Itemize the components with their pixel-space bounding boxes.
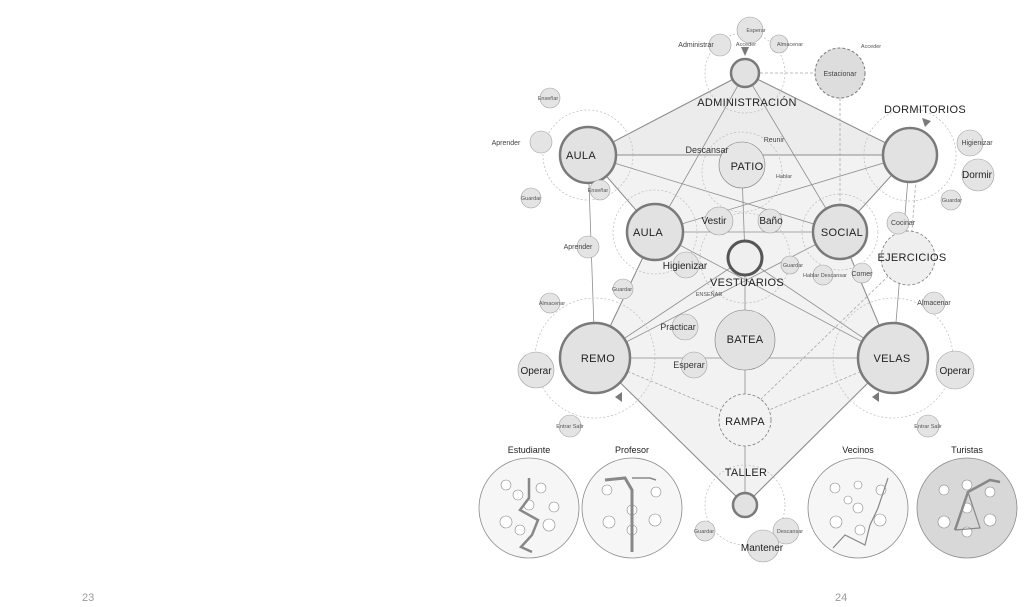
action-entrar-salir-left: Entrar Salir [556,424,584,430]
action-operar-left: Operar [520,366,552,377]
action-ensenar: Enseñar [538,96,559,102]
action-esperar-top: Esperar [746,28,765,34]
label-patio: PATIO [731,161,764,173]
action-operar-right: Operar [939,366,971,377]
node-estacionar [814,47,866,99]
main-nodes [558,47,939,519]
action-comer: Comer [851,271,873,278]
node-administracion [729,57,761,89]
label-ejercicios: EJERCICIOS [877,252,946,264]
action-descansar-taller: Descansar [777,529,803,535]
arrow-down-icon [741,47,749,56]
action-guardar-taller: Guardar [694,529,714,535]
user-estudiante: Estudiante [478,445,580,559]
node-velas [856,321,930,395]
node-aula-1 [558,125,618,185]
label-administracion: ADMINISTRACIÓN [697,96,797,109]
label-aula-2: AULA [633,227,663,239]
arrow-left-icon [615,392,622,402]
node-vestuarios [726,239,764,277]
action-ensenar-2: Enseñar [588,188,609,194]
action-higienizar-dorm: Higienizar [961,140,993,147]
action-guardar-1: Guardar [521,196,541,202]
action-aprender-2: Aprender [564,244,593,251]
label-vestuarios: VESTUARIOS [710,277,784,289]
action-higienizar: Higienizar [663,261,708,272]
action-almacenar-top: Almacenar [777,42,803,48]
action-guardar-vest: Guardar [783,263,803,269]
node-patio [718,141,766,189]
node-rampa [718,393,772,447]
user-label-profesor: Profesor [615,445,649,455]
label-velas: VELAS [874,353,911,365]
user-label-turistas: Turistas [951,445,983,455]
user-label-estudiante: Estudiante [508,445,551,455]
action-entrar-salir-right: Entrar Salir [914,424,942,430]
action-hablar: Hablar [776,174,792,180]
label-dormitorios: DORMITORIOS [884,104,966,116]
label-aula-1: AULA [566,150,596,162]
action-ensenar-caps: ENSEÑAR [696,291,723,298]
node-remo [558,321,632,395]
action-esperar-mid: Esperar [673,360,705,370]
label-social: SOCIAL [821,227,863,239]
action-acceder-right: Acceder [861,44,881,50]
node-aula-2 [625,202,685,262]
label-taller: TALLER [725,467,768,479]
user-vecinos: Vecinos [807,445,909,559]
label-estacionar: Estacionar [823,71,857,78]
label-batea: BATEA [727,334,764,346]
action-bubbles [517,16,995,563]
action-almacenar-left: Almacenar [539,301,565,307]
user-profesor: Profesor [581,445,683,559]
label-rampa: RAMPA [725,416,765,428]
page-number-right: 24 [835,592,848,604]
node-taller [731,491,759,519]
label-remo: REMO [581,353,615,365]
node-ejercicios [880,230,936,286]
node-batea [714,309,776,371]
node-social [811,203,869,261]
arrow-icons [615,47,931,402]
action-dormir: Dormir [962,170,993,181]
user-turistas: Turistas [916,445,1018,559]
action-almacenar-right: Almacenar [917,300,951,307]
action-reunir: Reunir [764,137,785,144]
page-number-left: 23 [82,592,95,604]
action-descansar: Descansar [685,145,728,155]
action-aprender-1: Aprender [492,140,521,147]
action-guardar-dorm: Guardar [942,198,962,204]
action-cocinar: Cocinar [891,220,916,227]
user-label-vecinos: Vecinos [842,445,874,455]
arrow-down-icon [922,118,931,127]
node-dormitorios [881,126,939,184]
action-vestir: Vestir [701,216,727,227]
action-acceder: Acceder [736,42,756,48]
action-bano: Baño [759,216,783,227]
action-mantener: Mantener [741,543,784,554]
action-hablar-descansar: Hablar Descansar [803,273,847,279]
arrow-left-icon [872,392,879,402]
action-practicar: Practicar [660,322,696,332]
action-administrar: Administrar [678,42,714,49]
action-guardar-2: Guardar [612,287,632,293]
